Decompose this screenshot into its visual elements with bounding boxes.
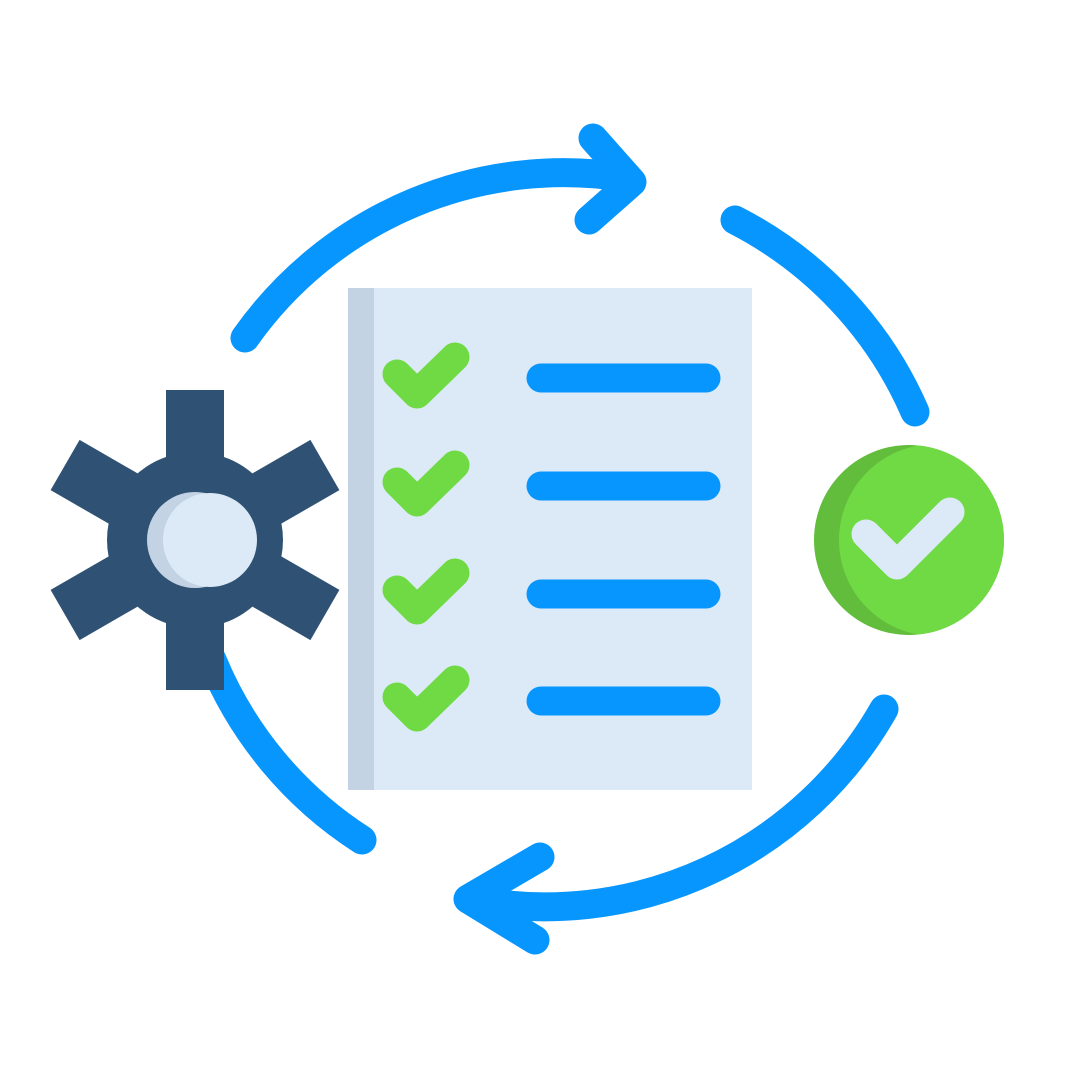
check-icon bbox=[382, 558, 470, 625]
arc-bottom-left bbox=[197, 645, 377, 855]
checklist-row bbox=[382, 665, 721, 732]
check-icon bbox=[382, 665, 470, 732]
arc-top-right bbox=[720, 205, 930, 427]
checklist-row bbox=[382, 450, 721, 517]
arc-top-left bbox=[230, 158, 643, 353]
check-icon bbox=[382, 450, 470, 517]
badge-check-icon bbox=[851, 497, 965, 580]
check-icon bbox=[382, 342, 470, 409]
cycle-arrows-icon bbox=[197, 123, 930, 955]
checklist-row bbox=[382, 342, 721, 409]
gear-icon bbox=[50, 390, 340, 690]
checklist-row bbox=[382, 558, 721, 625]
arrowhead-top-icon bbox=[574, 123, 647, 235]
document-strip bbox=[348, 288, 374, 790]
arrowhead-bottom-icon bbox=[453, 842, 555, 955]
checklist-document-icon bbox=[348, 288, 752, 790]
arc-bottom-right bbox=[457, 694, 899, 922]
approved-check-badge-icon bbox=[814, 445, 1004, 635]
